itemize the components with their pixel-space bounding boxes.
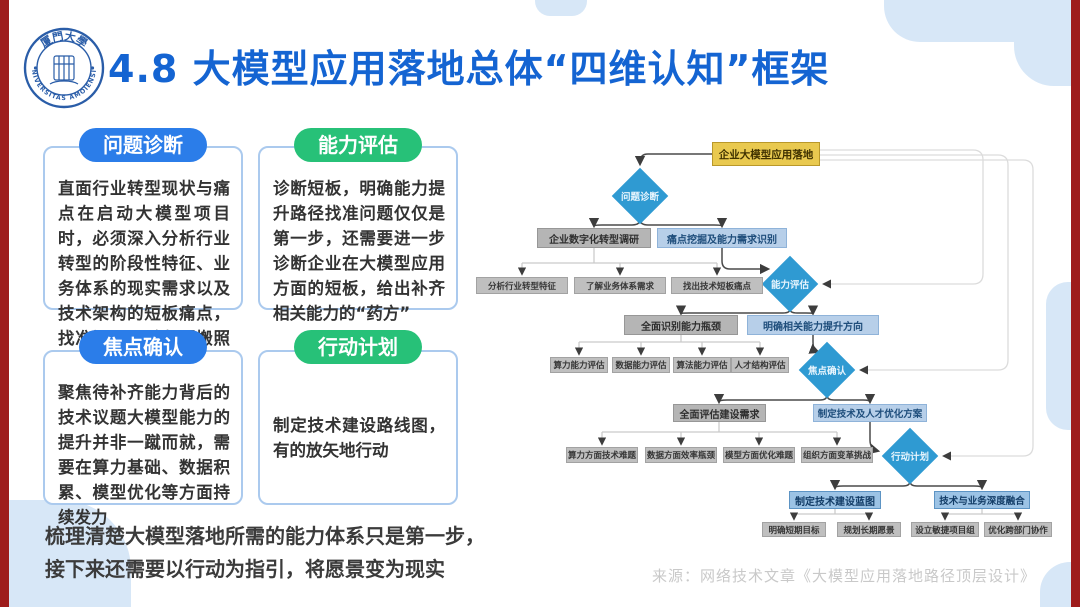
flow-leaf-data-capability-eval: 数据能力评估 xyxy=(612,357,670,373)
flow-leaf-agile-project-team: 设立敏捷项目组 xyxy=(911,522,979,537)
logo-emblem xyxy=(49,55,79,85)
flow-leaf-org-change-challenges: 组织方面变革挑战 xyxy=(801,447,873,463)
flow-leaf-data-efficiency-bottleneck: 数据方面效率瓶颈 xyxy=(645,447,717,463)
section-number: 4.8 xyxy=(108,47,179,91)
flow-node-tech-talent-optimization-plan: 制定技术及人才优化方案 xyxy=(813,404,927,422)
flow-leaf-understand-business-needs: 了解业务体系需求 xyxy=(574,277,666,294)
flow-leaf-find-tech-shortboard: 找出技术短板痛点 xyxy=(671,277,763,294)
flow-leaf-analyze-industry-features: 分析行业转型特征 xyxy=(476,277,568,294)
flow-node-identify-capability-bottleneck: 全面识别能力瓶颈 xyxy=(624,315,738,335)
flow-leaf-algorithm-capability-eval: 算法能力评估 xyxy=(673,357,731,373)
flow-node-tech-construction-blueprint: 制定技术建设蓝图 xyxy=(789,491,881,509)
flow-leaf-talent-structure-eval: 人才结构评估 xyxy=(731,357,789,373)
decor-blob-top-center xyxy=(535,0,587,16)
card-focus-confirmation-text: 聚焦待补齐能力背后的技术议题大模型能力的提升并非一蹴而就，需要在算力基础、数据积… xyxy=(43,350,243,527)
logo-stars xyxy=(33,66,95,70)
pill-focus-confirmation: 焦点确认 xyxy=(79,330,207,364)
left-red-edge xyxy=(0,0,9,607)
pill-action-plan: 行动计划 xyxy=(294,330,422,364)
flow-diamond-focus-confirmation-label: 焦点确认 xyxy=(807,366,846,377)
summary-note-line1: 梳理清楚大模型落地所需的能力体系只是第一步， xyxy=(45,524,485,548)
flow-leaf-short-term-goals: 明确短期目标 xyxy=(762,522,826,537)
flow-diamond-focus-confirmation: 焦点确认 xyxy=(798,341,856,399)
title-text: 大模型应用落地总体“四维认知”框架 xyxy=(192,47,830,91)
flow-leaf-long-term-vision: 规划长期愿景 xyxy=(837,522,901,537)
flow-leaf-compute-tech-challenges: 算力方面技术难题 xyxy=(566,447,638,463)
flow-diamond-capability-assessment: 能力评估 xyxy=(761,255,819,313)
decor-blob-right-middle xyxy=(1046,282,1072,430)
flow-node-painpoint-mining: 痛点挖掘及能力需求识别 xyxy=(657,228,787,248)
flow-diamond-action-plan: 行动计划 xyxy=(881,427,939,485)
flow-node-digital-transformation-research: 企业数字化转型调研 xyxy=(537,228,651,248)
right-red-edge xyxy=(1071,0,1080,607)
flow-node-start: 企业大模型应用落地 xyxy=(712,142,820,166)
flow-diamond-action-plan-label: 行动计划 xyxy=(890,452,929,463)
decor-blob-top-right-2 xyxy=(1014,0,1072,86)
flow-node-tech-business-integration: 技术与业务深度融合 xyxy=(934,491,1030,509)
card-focus-confirmation: 焦点确认 聚焦待补齐能力背后的技术议题大模型能力的提升并非一蹴而就，需要在算力基… xyxy=(43,330,243,527)
card-capability-assessment-text: 诊断短板，明确能力提升路径找准问题仅仅是第一步，还需要进一步诊断企业在大模型应用… xyxy=(258,146,458,323)
flow-leaf-cross-department-collaboration: 优化跨部门协作 xyxy=(984,522,1052,537)
flow-leaf-compute-capability-eval: 算力能力评估 xyxy=(550,357,608,373)
flow-leaf-model-optimization-challenges: 模型方面优化难题 xyxy=(723,447,795,463)
flow-node-clarify-capability-direction: 明确相关能力提升方向 xyxy=(747,315,879,335)
summary-note-line2: 接下来还需要以行动为指引，将愿景变为现实 xyxy=(45,557,445,581)
pill-problem-diagnosis: 问题诊断 xyxy=(79,128,207,162)
flow-node-assess-construction-needs: 全面评估建设需求 xyxy=(673,404,766,422)
card-capability-assessment: 能力评估 诊断短板，明确能力提升路径找准问题仅仅是第一步，还需要进一步诊断企业在… xyxy=(258,128,458,323)
flow-diamond-problem-diagnosis: 问题诊断 xyxy=(611,167,669,225)
card-action-plan: 行动计划 制定技术建设路线图，有的放矢地行动 xyxy=(258,330,458,505)
flow-diamond-problem-diagnosis-label: 问题诊断 xyxy=(620,192,659,203)
source-attribution: 来源：网络技术文章《大模型应用落地路径顶层设计》 xyxy=(651,567,1036,585)
summary-note: 梳理清楚大模型落地所需的能力体系只是第一步， 接下来还需要以行动为指引，将愿景变… xyxy=(45,520,485,586)
fanout-arrows xyxy=(517,267,1023,521)
page-title: 4.8 大模型应用落地总体“四维认知”框架 xyxy=(108,38,830,93)
flow-diamond-capability-assessment-label: 能力评估 xyxy=(770,280,809,291)
pill-capability-assessment: 能力评估 xyxy=(294,128,422,162)
card-action-plan-text: 制定技术建设路线图，有的放矢地行动 xyxy=(258,350,458,505)
university-seal-logo: 厦門大學 UNIVERSITAS AMOIENSIS xyxy=(22,26,105,109)
